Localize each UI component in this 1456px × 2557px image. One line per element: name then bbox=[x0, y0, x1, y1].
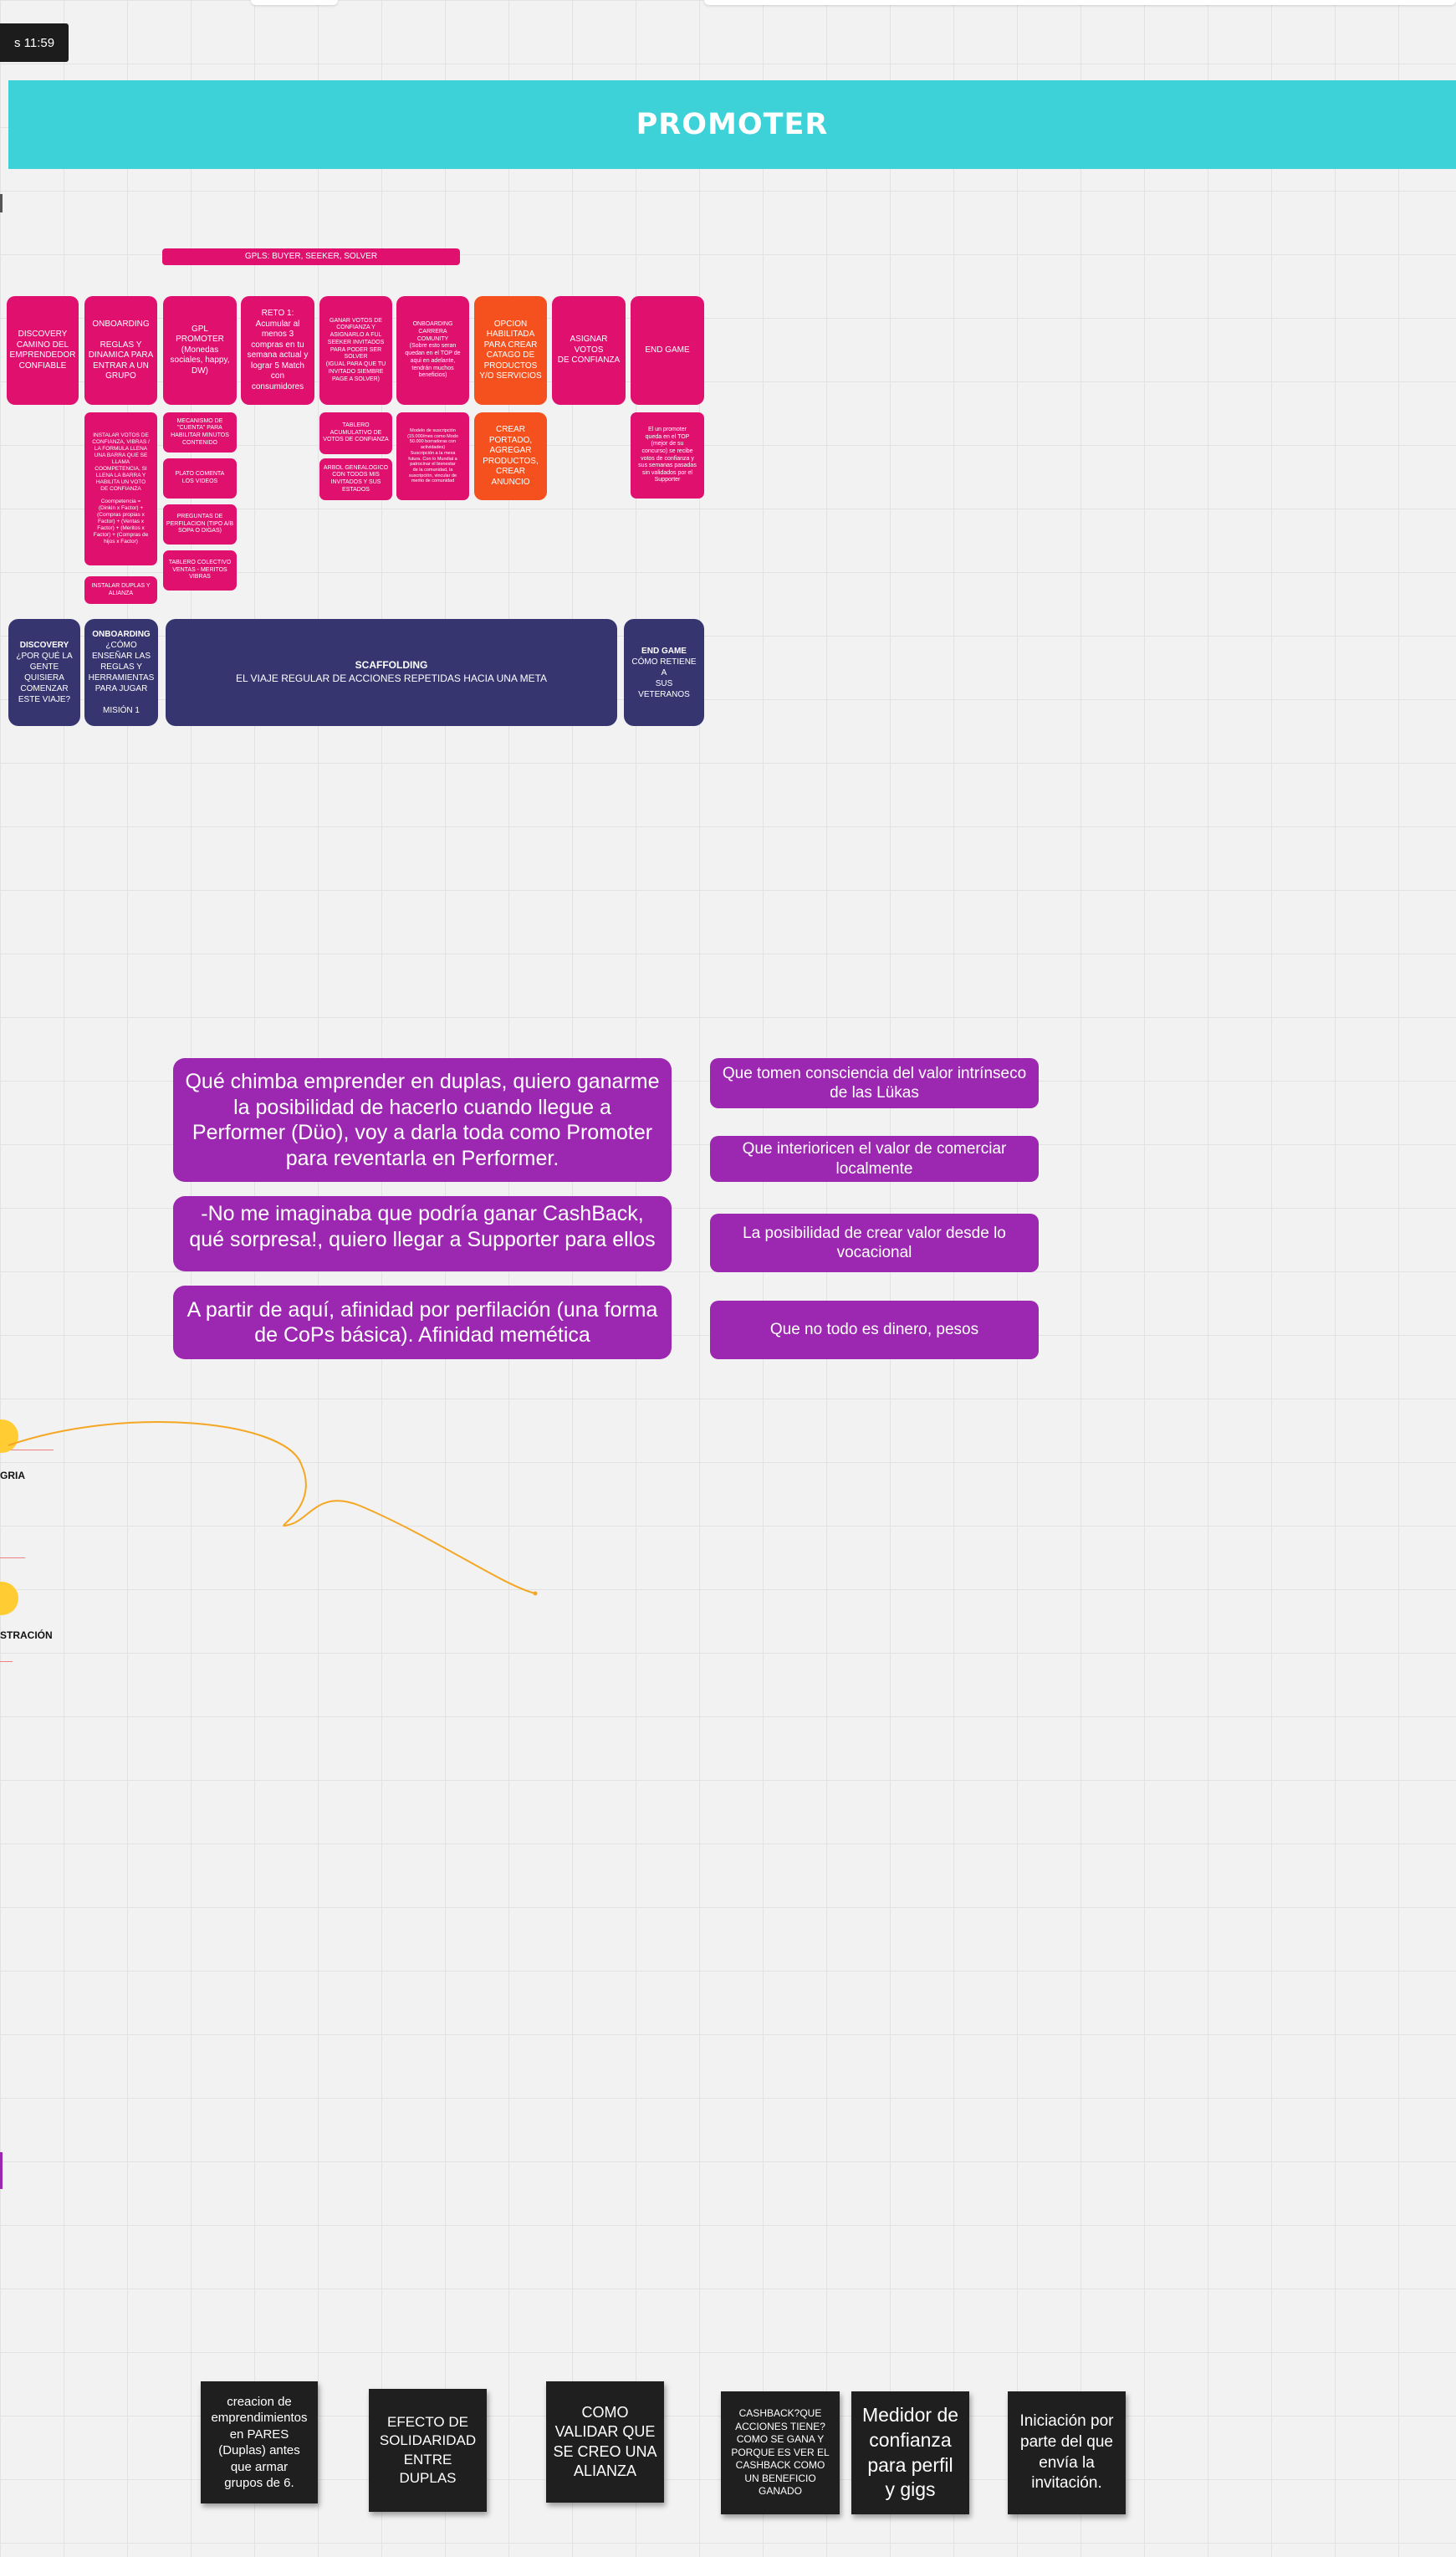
note-medidor-confianza[interactable]: Medidor de confianza para perfil y gigs bbox=[851, 2391, 969, 2514]
card-scaffolding[interactable]: SCAFFOLDING EL VIAJE REGULAR DE ACCIONES… bbox=[166, 619, 617, 726]
value-vocacional[interactable]: La posibilidad de crear valor desde lo v… bbox=[710, 1214, 1039, 1272]
card-opcion-catalogo[interactable]: OPCION HABILITADA PARA CREAR CATAGO DE P… bbox=[474, 296, 547, 405]
card-scaffolding-title: SCAFFOLDING bbox=[355, 659, 428, 672]
card-top-promoter[interactable]: El un promoter queda en el TOP (mejor de… bbox=[631, 412, 704, 499]
quote-duplas[interactable]: Qué chimba emprender en duplas, quiero g… bbox=[173, 1058, 672, 1182]
note-iniciacion-invitacion[interactable]: Iniciación por parte del que envía la in… bbox=[1008, 2391, 1126, 2514]
timestamp-label: s 11:59 bbox=[0, 23, 69, 62]
card-discovery-why-title: DISCOVERY bbox=[19, 641, 69, 650]
value-no-dinero[interactable]: Que no todo es dinero, pesos bbox=[710, 1301, 1039, 1359]
card-end-game-veterans-body: CÓMO RETIENE A SUS VETERANOS bbox=[631, 657, 697, 699]
card-end-game[interactable]: END GAME bbox=[631, 296, 704, 405]
card-plato-comenta[interactable]: PLATO COMENTA LOS VIDEOS bbox=[163, 458, 237, 499]
card-preguntas-perfilacion[interactable]: PREGUNTAS DE PERFILACION (TIPO A/B SOPA … bbox=[163, 504, 237, 545]
card-onboarding-how-title: ONBOARDING bbox=[92, 630, 151, 639]
card-crear-portado[interactable]: CREAR PORTADO, AGREGAR PRODUCTOS, CREAR … bbox=[474, 412, 547, 500]
card-ganar-votos[interactable]: GANAR VOTOS DE CONFIANZA Y ASIGNARLO A F… bbox=[319, 296, 392, 405]
value-lukas[interactable]: Que tomen consciencia del valor intrínse… bbox=[710, 1058, 1039, 1108]
card-mecanismo-cuenta[interactable]: MECANISMO DE "CUENTA" PARA HABILITAR MIN… bbox=[163, 412, 237, 453]
happy-face-icon[interactable] bbox=[0, 1419, 18, 1453]
note-creacion-emprendimientos[interactable]: creacion de emprendimientos en PARES (Du… bbox=[201, 2381, 318, 2503]
emotion-divider-2 bbox=[0, 1557, 25, 1558]
card-end-game-veterans[interactable]: END GAME CÓMO RETIENE A SUS VETERANOS bbox=[624, 619, 704, 726]
text-cursor bbox=[0, 194, 3, 212]
frustrated-face-icon[interactable] bbox=[0, 1582, 18, 1615]
note-efecto-solidaridad[interactable]: EFECTO DE SOLIDARIDAD ENTRE DUPLAS bbox=[369, 2389, 487, 2512]
gpls-label[interactable]: GPLS: BUYER, SEEKER, SOLVER bbox=[162, 248, 460, 265]
card-onboarding[interactable]: ONBOARDING REGLAS Y DINAMICA PARA ENTRAR… bbox=[84, 296, 157, 405]
card-discovery[interactable]: DISCOVERY CAMINO DEL EMPRENDEDOR CONFIAB… bbox=[7, 296, 79, 405]
card-asignar-votos[interactable]: ASIGNAR VOTOS DE CONFIANZA bbox=[552, 296, 626, 405]
note-cashback[interactable]: CASHBACK?QUE ACCIONES TIENE? COMO SE GAN… bbox=[721, 2391, 840, 2514]
offscreen-purple-card[interactable] bbox=[0, 2152, 3, 2189]
card-arbol-genealogico[interactable]: ARBOL GENEALOGICO CON TODOS MIS INVITADO… bbox=[319, 458, 392, 500]
note-validar-alianza[interactable]: COMO VALIDAR QUE SE CREO UNA ALIANZA bbox=[546, 2381, 664, 2503]
emotion-label-alegria: GRIA bbox=[0, 1470, 25, 1481]
card-end-game-veterans-title: END GAME bbox=[641, 646, 687, 656]
quote-afinidad[interactable]: A partir de aquí, afinidad por perfilaci… bbox=[173, 1286, 672, 1359]
quote-cashback[interactable]: -No me imaginaba que podría ganar CashBa… bbox=[173, 1196, 672, 1271]
top-toolbar-tab-left[interactable] bbox=[251, 0, 338, 5]
value-comerciar[interactable]: Que interioricen el valor de comerciar l… bbox=[710, 1136, 1039, 1182]
card-scaffolding-body: EL VIAJE REGULAR DE ACCIONES REPETIDAS H… bbox=[235, 672, 548, 684]
card-gpl-promoter[interactable]: GPL PROMOTER (Monedas sociales, happy, D… bbox=[163, 296, 237, 405]
card-reto-1[interactable]: RETO 1: Acumular al menos 3 compras en t… bbox=[241, 296, 314, 405]
card-onboarding-carrera[interactable]: ONBOARDING CARRERA COMUNITY (Sobre esto … bbox=[396, 296, 469, 405]
card-discovery-why-body: ¿POR QUÉ LA GENTE QUISIERA COMENZAR ESTE… bbox=[16, 652, 73, 704]
connector-curve[interactable] bbox=[0, 1414, 552, 1631]
card-tablero-acumulativo[interactable]: TABLERO ACUMULATIVO DE VOTOS DE CONFIANZ… bbox=[319, 412, 392, 454]
card-modelo-suscripcion[interactable]: Modelo de suscripción (15.000/mes como M… bbox=[396, 412, 469, 500]
connector-endpoint bbox=[533, 1591, 538, 1596]
card-discovery-why[interactable]: DISCOVERY ¿POR QUÉ LA GENTE QUISIERA COM… bbox=[8, 619, 80, 726]
emotion-label-frustracion: STRACIÓN bbox=[0, 1629, 53, 1641]
card-instalar-duplas[interactable]: INSTALAR DUPLAS Y ALIANZA bbox=[84, 576, 157, 604]
connector-path bbox=[8, 1421, 536, 1594]
top-toolbar-tab-right[interactable] bbox=[704, 0, 1456, 5]
card-onboarding-how-body: ¿CÓMO ENSEÑAR LAS REGLAS Y HERRAMIENTAS … bbox=[88, 641, 155, 715]
page-title[interactable]: PROMOTER bbox=[8, 80, 1456, 169]
emotion-divider-3 bbox=[0, 1661, 13, 1662]
card-onboarding-how[interactable]: ONBOARDING ¿CÓMO ENSEÑAR LAS REGLAS Y HE… bbox=[84, 619, 158, 726]
card-instalar-votos[interactable]: INSTALAR VOTOS DE CONFIANZA, VIBRAS / LA… bbox=[84, 412, 157, 565]
card-tablero-colectivo[interactable]: TABLERO COLECTIVO VENTAS - MERITOS VIBRA… bbox=[163, 550, 237, 591]
